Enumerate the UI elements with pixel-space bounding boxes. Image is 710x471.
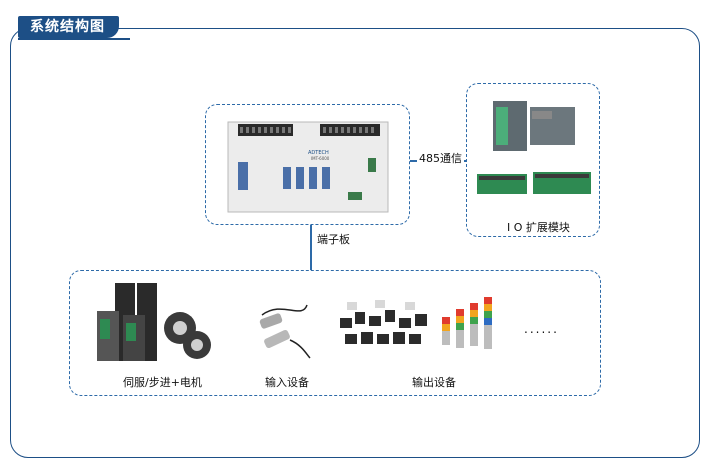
comm-link-label: 485通信 <box>417 150 464 166</box>
controller-brand: ADTECH <box>308 150 329 156</box>
io-module-box <box>466 83 600 237</box>
more-devices-ellipsis: ...... <box>522 322 561 336</box>
devices-box <box>69 270 601 396</box>
controller-box <box>205 104 410 225</box>
input-device-label: 输入设备 <box>263 374 311 390</box>
diagram-title: 系统结构图 <box>18 16 119 38</box>
terminal-link-line <box>310 225 312 270</box>
input-device-image <box>259 304 311 359</box>
output-device-label: 输出设备 <box>410 374 458 390</box>
controller-image: ADTECH IMT-6000 <box>227 121 389 213</box>
controller-model: IMT-6000 <box>311 156 330 161</box>
plc-module-image <box>493 101 575 151</box>
system-diagram-frame <box>10 28 700 458</box>
title-underline <box>18 38 130 40</box>
servo-drive-image <box>97 283 211 361</box>
terminal-link-label: 端子板 <box>315 231 352 247</box>
output-device-image <box>340 300 427 344</box>
signal-tower-image <box>442 297 492 349</box>
io-module-label: I O 扩展模块 <box>505 219 572 235</box>
io-board-image <box>477 172 591 194</box>
servo-label: 伺服/步进+电机 <box>121 374 204 390</box>
